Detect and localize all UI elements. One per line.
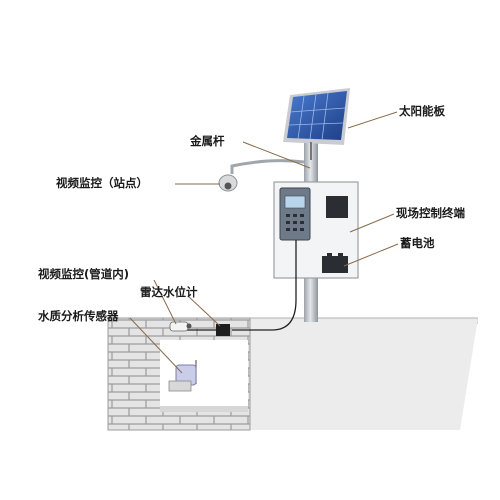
- label-metal-pole: 金属杆: [190, 134, 225, 148]
- cables: [184, 240, 297, 331]
- label-battery: 蓄电池: [400, 236, 435, 250]
- radar-level-meter: [216, 324, 230, 336]
- label-water-quality: 水质分析传感器: [38, 309, 119, 323]
- station-camera: [218, 159, 305, 192]
- water-quality-sensor: [168, 360, 197, 392]
- label-solar-panel: 太阳能板: [399, 104, 445, 118]
- label-video-station: 视频监控（站点）: [56, 176, 148, 190]
- label-video-pipe: 视频监控(管道内): [38, 267, 130, 281]
- brick-chamber: [107, 317, 251, 431]
- solar-panel: [283, 88, 350, 160]
- enclosure: [273, 181, 359, 279]
- pipe-camera: [169, 321, 192, 332]
- leader-lines: [129, 111, 399, 374]
- label-radar-level: 雷达水位计: [140, 285, 198, 299]
- label-field-controller: 现场控制终端: [396, 206, 465, 220]
